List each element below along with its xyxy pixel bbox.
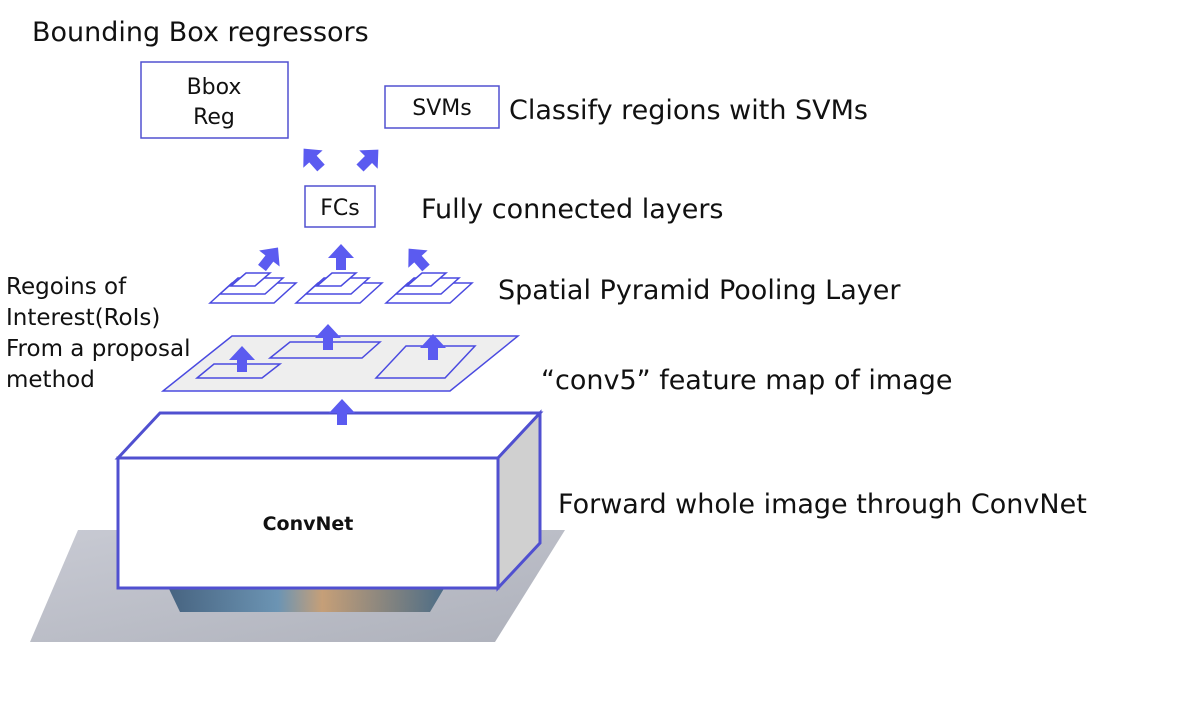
label-conv5: “conv5” feature map of image [541,365,953,396]
label-rois-line3: From a proposal [6,336,190,362]
arrow-spp3-to-fcs [398,239,436,277]
label-spp-layer: Spatial Pyramid Pooling Layer [498,275,901,306]
label-rois-line4: method [6,367,95,393]
label-classify-svms: Classify regions with SVMs [509,95,868,126]
roi-region-3 [374,345,477,379]
convnet-label: ConvNet [263,513,354,535]
roi-region-1 [194,363,283,379]
convnet-front-face [116,456,500,590]
label-fully-connected: Fully connected layers [421,194,724,225]
fcs-label: FCs [320,196,359,221]
arrow-fcs-to-bbox [293,139,331,177]
bbox-label-line1: Bbox [187,75,242,100]
spp-pyramid-1 [208,272,298,304]
svms-box: SVMs [384,85,500,129]
spp-pyramid-3 [384,272,474,304]
roi-region-2 [267,341,382,359]
label-forward-convnet: Forward whole image through ConvNet [558,489,1087,520]
convnet-block: ConvNet [114,409,544,592]
arrow-spp2-to-fcs [328,244,354,270]
bbox-label-line2: Reg [193,105,235,130]
label-bbox-regressors: Bounding Box regressors [32,17,369,48]
label-rois-line2: Interest(RoIs) [6,305,160,331]
spp-pyramid-2 [294,272,384,304]
convnet-top-face [114,411,544,460]
fcs-box: FCs [304,185,376,228]
arrow-spp1-to-fcs [251,239,289,277]
conv5-feature-map [160,334,521,392]
arrow-fcs-to-svms [350,140,388,178]
bbox-reg-box: Bbox Reg [140,61,289,139]
svms-label: SVMs [412,96,471,121]
label-rois-line1: Regoins of [6,274,127,300]
